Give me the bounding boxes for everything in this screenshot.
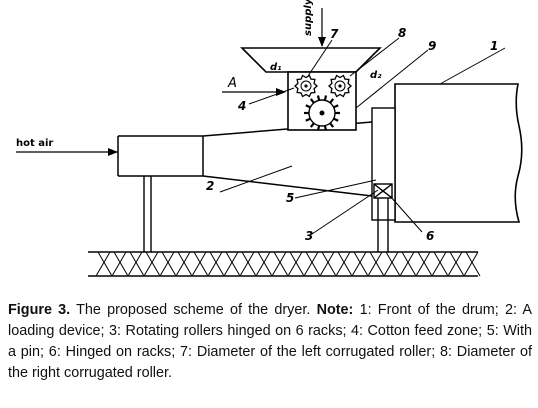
left-corrugated-roller — [294, 74, 318, 98]
label-6: 6 — [426, 229, 434, 243]
label-5: 5 — [286, 191, 294, 205]
note-text: 1: Front of the drum; 2: A loading devic… — [8, 302, 532, 381]
label-2: 2 — [206, 179, 214, 193]
duct-support-legs — [143, 176, 152, 252]
label-1: 1 — [490, 39, 498, 53]
note-label: Note: — [316, 302, 354, 318]
supply-arrow — [318, 8, 326, 47]
pin-drum — [304, 95, 340, 131]
view-a-arrow — [222, 88, 286, 96]
drum-front — [394, 83, 523, 223]
drum-flange — [371, 107, 396, 221]
ground-hatching — [88, 251, 481, 277]
figure-label: Figure 3. — [8, 302, 71, 318]
label-supply: supply — [303, 0, 314, 36]
hot-air-arrow — [16, 148, 118, 156]
label-a: A — [227, 76, 237, 91]
label-hot-air: hot air — [16, 138, 53, 149]
label-8: 8 — [398, 26, 406, 40]
right-corrugated-roller — [328, 74, 352, 98]
label-4: 4 — [237, 99, 246, 113]
dryer-scheme-diagram: A 1 2 3 4 5 6 7 8 9 d₁ d₂ hot air supply — [16, 0, 523, 277]
figure-title: The proposed scheme of the dryer. — [70, 302, 317, 318]
label-7: 7 — [330, 27, 339, 41]
figure-caption: Figure 3. The proposed scheme of the dry… — [8, 300, 532, 384]
roller-rack-support — [373, 183, 393, 252]
label-9: 9 — [428, 39, 436, 53]
label-3: 3 — [305, 229, 313, 243]
hot-air-duct — [117, 121, 373, 197]
label-d1: d₁ — [270, 62, 282, 73]
label-d2: d₂ — [370, 70, 382, 81]
leader-lines — [219, 37, 506, 235]
